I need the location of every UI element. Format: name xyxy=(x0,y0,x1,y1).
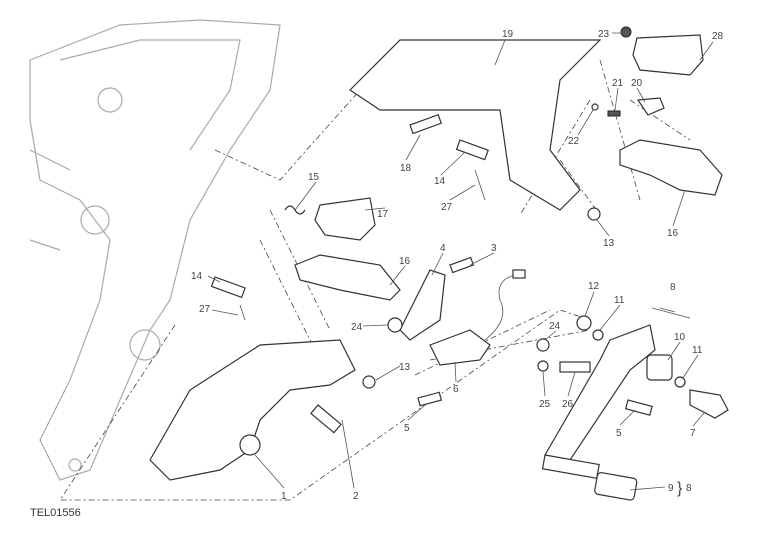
callout-19: 19 xyxy=(502,29,514,40)
callout-13: 13 xyxy=(399,362,411,373)
callout-11: 11 xyxy=(692,345,703,356)
callout-27: 27 xyxy=(199,304,211,315)
callout-15: 15 xyxy=(308,172,320,183)
callout-5: 5 xyxy=(404,423,410,434)
washer-13-lower[interactable] xyxy=(362,375,376,389)
callout-2: 2 xyxy=(353,491,359,502)
sensor-cable xyxy=(484,274,516,341)
lever-4[interactable] xyxy=(399,269,446,341)
leader-lines xyxy=(207,32,714,491)
callout-10: 10 xyxy=(674,332,686,343)
rod-end-26[interactable] xyxy=(559,361,591,373)
callout-8: 8 xyxy=(686,483,692,494)
callout-16: 16 xyxy=(399,256,411,267)
bushing-24-left[interactable] xyxy=(387,317,403,333)
callouts: 19 23 28 21 20 22 18 14 27 13 16 15 17 1… xyxy=(191,29,724,502)
callout-13: 13 xyxy=(603,238,615,249)
callout-12: 12 xyxy=(588,281,600,292)
callout-24: 24 xyxy=(549,321,561,332)
callout-20: 20 xyxy=(631,78,643,89)
callout-25: 25 xyxy=(539,399,551,410)
ring-11-b[interactable] xyxy=(674,376,686,388)
bolt-18[interactable] xyxy=(409,113,443,135)
pivot-boss xyxy=(239,434,261,456)
bolt-5-left[interactable] xyxy=(417,391,443,407)
pin-14-upper[interactable] xyxy=(455,139,489,161)
callout-18: 18 xyxy=(400,163,412,174)
left-footpeg[interactable] xyxy=(294,254,401,301)
spring-21[interactable] xyxy=(607,110,621,117)
callout-7: 7 xyxy=(690,428,696,439)
rubber-9[interactable] xyxy=(594,472,638,501)
callout-22: 22 xyxy=(568,136,580,147)
motorcycle-frame-outline xyxy=(29,19,281,481)
nut-25[interactable] xyxy=(537,360,549,372)
callout-28: 28 xyxy=(712,31,724,42)
callout-26: 26 xyxy=(562,399,574,410)
pivot-bolt-7[interactable] xyxy=(689,389,729,419)
bolt-2[interactable] xyxy=(310,404,342,434)
callout-11: 11 xyxy=(614,295,625,306)
callout-9: 9 xyxy=(668,483,674,494)
bushing-24-right[interactable] xyxy=(536,338,550,352)
bracket-8 xyxy=(651,307,691,319)
callout-brace: } xyxy=(677,480,683,497)
bolt-5-right[interactable] xyxy=(624,399,653,416)
callout-24: 24 xyxy=(351,322,363,333)
sensor-6[interactable] xyxy=(429,329,491,366)
washer-12[interactable] xyxy=(576,315,592,331)
callout-1: 1 xyxy=(281,491,287,502)
bolt-3[interactable] xyxy=(449,256,475,274)
bushing-10[interactable] xyxy=(646,354,673,381)
callout-3: 3 xyxy=(491,243,497,254)
diagram-code: TEL01556 xyxy=(30,507,81,519)
plate-20[interactable] xyxy=(636,97,665,116)
rubber-footpeg-28[interactable] xyxy=(632,34,704,76)
callout-14: 14 xyxy=(191,271,203,282)
callout-6: 6 xyxy=(453,384,459,395)
connector xyxy=(512,269,526,279)
callout-21: 21 xyxy=(612,78,624,89)
callout-23: 23 xyxy=(598,29,610,40)
ball-22[interactable] xyxy=(591,103,599,111)
left-footrest-bracket[interactable] xyxy=(149,339,356,481)
callout-4: 4 xyxy=(440,243,446,254)
callout-14: 14 xyxy=(434,176,446,187)
callout-16: 16 xyxy=(667,228,679,239)
ring-11-a[interactable] xyxy=(592,329,604,341)
callout-17: 17 xyxy=(377,209,389,220)
right-footrest-bracket[interactable] xyxy=(349,39,602,211)
right-footpeg[interactable] xyxy=(619,139,723,196)
washer-13-upper[interactable] xyxy=(587,207,601,221)
callout-27: 27 xyxy=(441,202,453,213)
callout-8: 8 xyxy=(670,282,676,293)
gear-shift-lever[interactable] xyxy=(544,324,656,471)
callout-5: 5 xyxy=(616,428,622,439)
peg-shaft xyxy=(541,454,600,480)
rubber-footpeg-17[interactable] xyxy=(314,197,376,241)
screw-23[interactable] xyxy=(620,26,632,38)
